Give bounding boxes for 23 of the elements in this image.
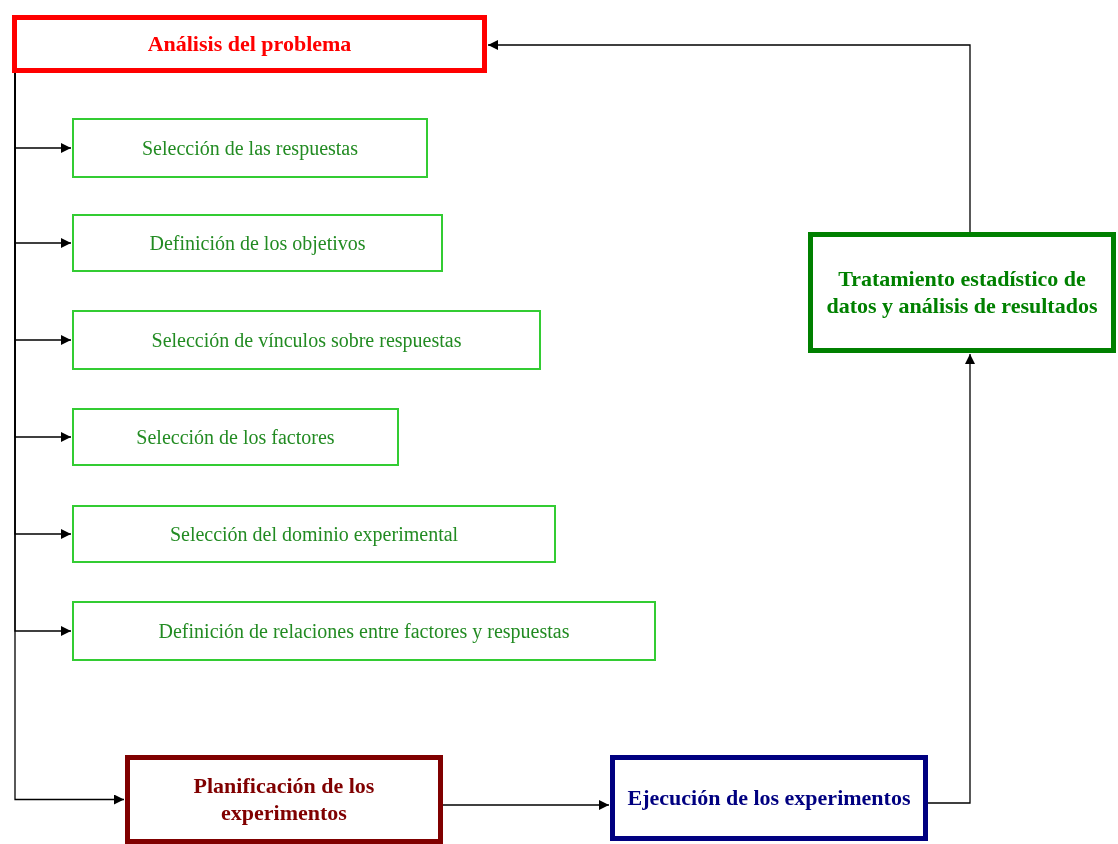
process-box — [72, 601, 656, 661]
box-label: Definición de relaciones entre factores y respuestas — [158, 619, 570, 643]
process-box — [72, 118, 428, 178]
box-label: Ejecución de los experimentos — [627, 784, 911, 812]
process-box — [12, 15, 487, 73]
box-label: Análisis del problema — [147, 30, 352, 58]
box-label: Selección de los factores — [136, 425, 335, 449]
box-label: Selección de vínculos sobre respuestas — [151, 328, 462, 352]
process-box — [72, 505, 556, 563]
arrow — [487, 40, 971, 233]
box-label: Selección de las respuestas — [141, 136, 358, 160]
box-label: Planificación de los experimentos — [192, 773, 376, 826]
process-box — [610, 755, 928, 841]
process-box — [125, 755, 443, 844]
arrow — [927, 353, 975, 804]
box-label: Selección del dominio experimental — [169, 522, 459, 546]
box-label: Definición de los objetivos — [149, 231, 366, 255]
box-label: Tratamiento estadístico de datos y análisis de resultados — [825, 266, 1099, 319]
arrow — [442, 800, 610, 810]
process-box — [72, 408, 399, 466]
process-box — [72, 214, 443, 272]
process-box — [72, 310, 541, 370]
process-box — [808, 232, 1116, 353]
